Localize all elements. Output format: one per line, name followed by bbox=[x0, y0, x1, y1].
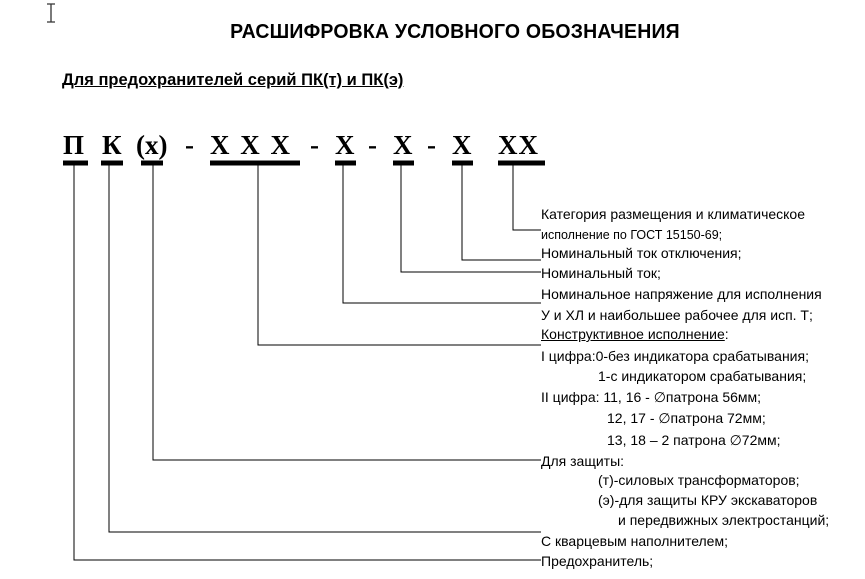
code-xx-category: XX bbox=[498, 130, 539, 160]
leader-breaking-current bbox=[461, 164, 541, 261]
code-dash: - bbox=[310, 130, 319, 160]
page-title: РАСШИФРОВКА УСЛОВНОГО ОБОЗНАЧЕНИЯ bbox=[230, 20, 680, 43]
code-x-parenthesized: (x) bbox=[136, 130, 168, 160]
desc-digit1-line1: I цифра:0-без индикатора срабатывания; bbox=[541, 348, 809, 364]
leader-quartz bbox=[108, 164, 541, 533]
leader-category bbox=[512, 164, 541, 231]
desc-digit2-line1: II цифра: 11, 16 - ∅патрона 56мм; bbox=[541, 389, 762, 405]
leader-protection bbox=[152, 164, 541, 461]
code-x-voltage: X bbox=[335, 130, 355, 160]
code-dash: - bbox=[427, 130, 436, 160]
subtitle: Для предохранителей серий ПК(т) и ПК(э) bbox=[62, 71, 404, 89]
design-title-colon: : bbox=[724, 326, 729, 342]
leader-voltage bbox=[342, 164, 541, 304]
desc-digit1-line2: 1-с индикатором срабатывания; bbox=[598, 368, 807, 384]
desc-breaking-current: Номинальный ток отключения; bbox=[541, 245, 742, 261]
leader-fuse bbox=[73, 164, 541, 561]
desc-digit2-line2: 12, 17 - ∅патрона 72мм; bbox=[607, 410, 766, 426]
desc-protection-title: Для защиты: bbox=[541, 453, 625, 469]
desc-category-line1: Категория размещения и климатическое bbox=[541, 206, 806, 222]
leader-design bbox=[257, 164, 541, 346]
desc-protection-e-line2: и передвижных электростанций; bbox=[618, 512, 830, 528]
code-x-breaking: X bbox=[452, 130, 472, 160]
desc-digit2-line3: 13, 18 – 2 патрона ∅72мм; bbox=[607, 432, 781, 448]
desc-category-line2: исполнение по ГОСТ 15150-69; bbox=[541, 228, 723, 242]
desc-quartz: С кварцевым наполнителем; bbox=[541, 533, 728, 549]
desc-protection-e-line1: (э)-для защиты КРУ экскаваторов bbox=[598, 492, 818, 508]
code-xxx: X X X bbox=[210, 130, 290, 160]
code-dash: - bbox=[185, 130, 194, 160]
desc-fuse: Предохранитель; bbox=[541, 553, 654, 569]
code-dash: - bbox=[368, 130, 377, 160]
desc-rated-current: Номинальный ток; bbox=[541, 265, 661, 281]
code-letter-p: П bbox=[63, 130, 85, 160]
desc-voltage-line1: Номинальное напряжение для исполнения bbox=[541, 286, 822, 302]
desc-voltage-line2: У и ХЛ и наибольшее рабочее для исп. Т; bbox=[541, 307, 813, 323]
code-letter-k: К bbox=[102, 130, 122, 160]
desc-protection-t: (т)-силовых трансформаторов; bbox=[598, 472, 800, 488]
leader-rated-current bbox=[400, 164, 541, 273]
desc-design-title: Конструктивное исполнение: bbox=[541, 326, 729, 343]
code-x-current: X bbox=[393, 130, 413, 160]
design-title-text: Конструктивное исполнение bbox=[541, 326, 725, 342]
text-cursor-icon bbox=[47, 3, 55, 23]
